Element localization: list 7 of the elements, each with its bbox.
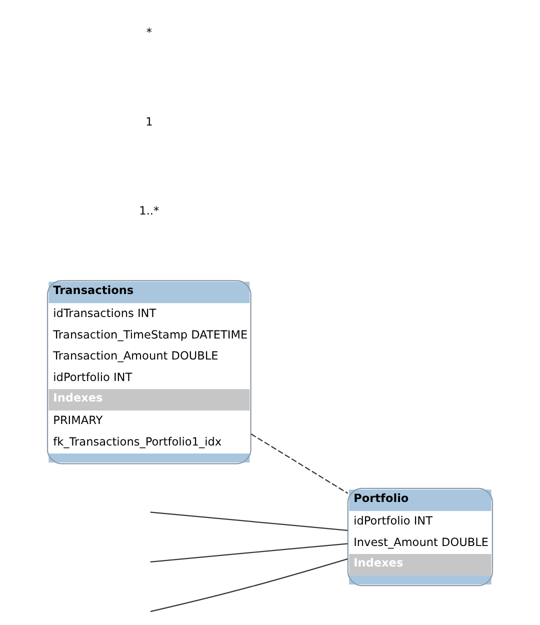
connector bbox=[250, 434, 348, 494]
connector bbox=[150, 558, 348, 612]
connector bbox=[150, 512, 348, 531]
connector bbox=[150, 543, 348, 562]
label: 1..* bbox=[139, 204, 160, 218]
label: * bbox=[146, 26, 152, 40]
label: 1 bbox=[146, 115, 153, 128]
